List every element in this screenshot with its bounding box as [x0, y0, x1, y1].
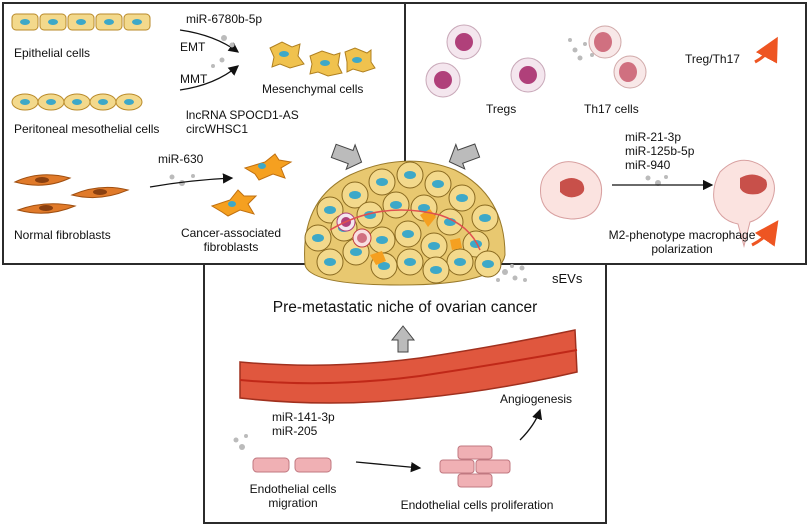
cancer-associated-fibroblasts [210, 153, 293, 217]
mir630-arrow [149, 173, 234, 188]
epithelial-cells [11, 13, 151, 31]
peritoneal-mesothelial-label: Peritoneal mesothelial cells [14, 122, 160, 136]
ratio-up-arrow [754, 36, 778, 64]
normal-fibroblasts-label: Normal fibroblasts [14, 228, 111, 242]
mmt-arrow [179, 65, 240, 91]
sev-dots [496, 264, 527, 282]
m2-label-line1: M2-phenotype macrophage [608, 228, 756, 242]
emt-arrow [179, 29, 240, 53]
mesothelial-cells [11, 93, 143, 111]
blood-vessel [239, 329, 578, 404]
mir141-label: miR-141-3p [272, 410, 335, 424]
normal-fibroblasts [13, 174, 130, 214]
tregs-label: Tregs [486, 102, 517, 116]
epithelial-cells-label: Epithelial cells [14, 46, 91, 60]
mmt-label: MMT [180, 72, 208, 86]
tregs [425, 24, 546, 98]
emt-label: EMT [180, 40, 206, 54]
mir630-label: miR-630 [158, 152, 204, 166]
lncrna-label: lncRNA SPOCD1-AS [186, 108, 299, 122]
macrophage-m2 [713, 159, 775, 248]
caf-label-line1: Cancer-associated [180, 226, 282, 240]
mesenchymal-cells [269, 41, 376, 77]
endothelial-proliferation-cells [439, 445, 511, 488]
proliferation-label: Endothelial cells proliferation [400, 498, 554, 512]
mir-21-label: miR-21-3p [625, 130, 682, 144]
migration-label-line1: Endothelial cells [249, 482, 337, 496]
mesenchymal-cells-label: Mesenchymal cells [262, 82, 364, 96]
mir-125b-label: miR-125b-5p [625, 144, 695, 158]
m2-label-line2: polarization [651, 242, 713, 256]
treg-th17-ratio-label: Treg/Th17 [685, 52, 740, 66]
tumor-mass [304, 160, 506, 286]
sevs-label: sEVs [552, 271, 583, 286]
circrna-label: circWHSC1 [186, 122, 248, 136]
m2-up-arrow [751, 220, 779, 247]
angiogenesis-label: Angiogenesis [500, 392, 573, 406]
endothelial-migration-cells [252, 457, 332, 473]
migration-label-line2: migration [268, 496, 318, 510]
macrophage-m0 [540, 161, 603, 220]
angiogenesis-arrow [519, 408, 543, 441]
vessel-up-arrow [390, 325, 416, 353]
left-block-arrow [330, 143, 363, 171]
caf-label-line2: fibroblasts [203, 240, 259, 254]
migration-arrow [355, 461, 422, 473]
mir205-label: miR-205 [272, 424, 318, 438]
mirna-emt-label: miR-6780b-5p [186, 12, 263, 26]
mir-940-label: miR-940 [625, 158, 671, 172]
niche-title: Pre-metastatic niche of ovarian cancer [272, 299, 538, 316]
th17-label: Th17 cells [584, 102, 639, 116]
th17-cells [588, 25, 647, 89]
right-block-arrow [448, 143, 481, 170]
